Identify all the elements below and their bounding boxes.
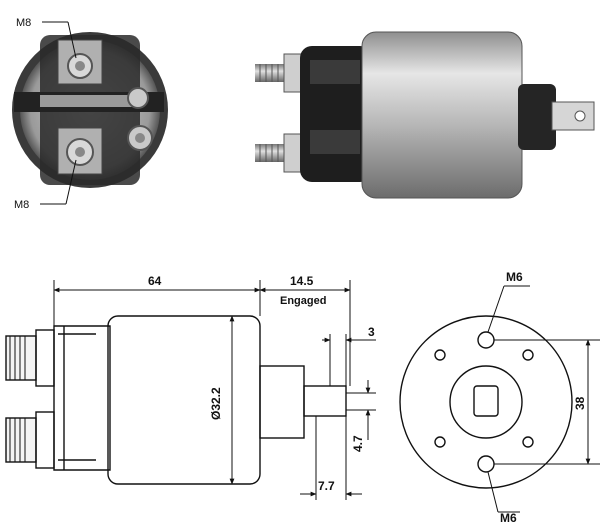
dim-plunger-slot: 3 (368, 325, 375, 339)
dim-body-length: 64 (148, 274, 162, 288)
front-bottom-thread-label: M6 (500, 511, 517, 525)
dim-travel: 14.5 (290, 274, 314, 288)
photo-side-view (255, 31, 595, 199)
photo-end-view (12, 21, 168, 205)
dim-slot-offset: 4.7 (351, 435, 365, 452)
dim-travel-note: Engaged (280, 295, 326, 307)
dim-diameter: Ø32.2 (209, 387, 223, 420)
drawing-side-profile (5, 315, 347, 485)
front-top-thread-label: M6 (506, 270, 523, 284)
front-view-dimension-lines (487, 285, 600, 513)
photo-top-thread-label: M8 (16, 17, 31, 29)
drawing-front-view (399, 315, 573, 489)
dim-hole-spacing: 38 (573, 396, 587, 410)
drawing-dimension-lines (53, 280, 376, 500)
photo-bottom-thread-label: M8 (14, 199, 29, 211)
dim-plunger-length: 7.7 (318, 479, 335, 493)
